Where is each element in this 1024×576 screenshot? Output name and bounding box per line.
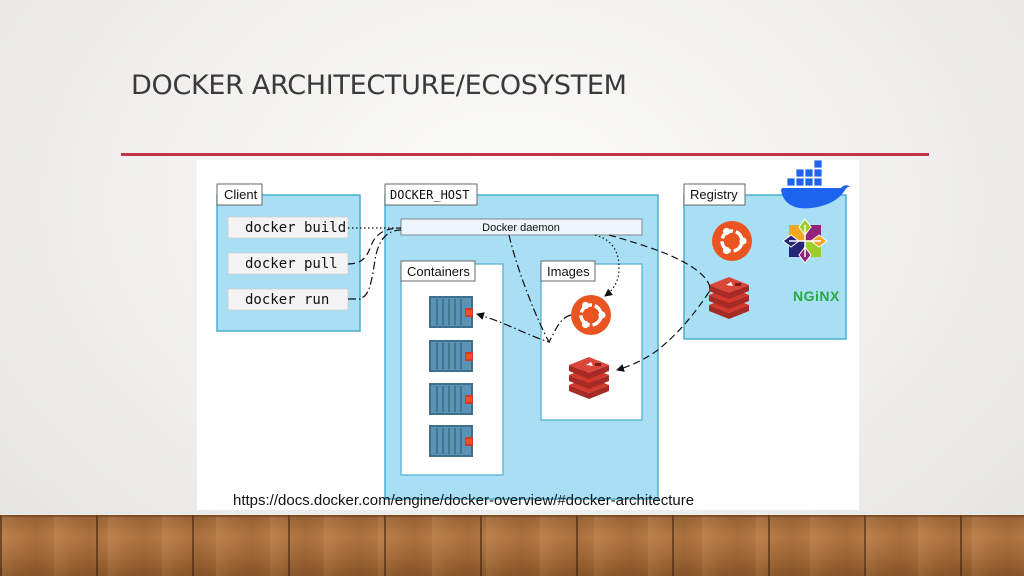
docker-whale-icon — [781, 159, 851, 209]
wood-floor-background — [0, 515, 1024, 576]
docker-daemon-bar — [400, 218, 643, 236]
build-image-arrow — [594, 234, 620, 297]
container-icon — [428, 382, 474, 416]
containers-box: Containers — [400, 260, 504, 476]
slide-title: DOCKER ARCHITECTURE/ECOSYSTEM — [131, 70, 627, 101]
docker-host-label: DOCKER_HOST — [390, 188, 469, 202]
flow-connectors — [347, 227, 711, 372]
client-box: Client docker build docker pull docker r… — [216, 183, 361, 332]
pull-image-arrow — [616, 291, 710, 372]
container-icon — [428, 339, 474, 373]
redis-image-icon — [569, 357, 609, 399]
source-url-caption: https://docs.docker.com/engine/docker-ov… — [233, 492, 695, 509]
nginx-label: NGiNX — [793, 288, 840, 304]
ubuntu-image-icon — [569, 293, 613, 337]
docker-architecture-diagram: Client docker build docker pull docker r… — [197, 159, 859, 510]
images-box: Images — [540, 260, 643, 421]
images-label: Images — [547, 264, 590, 279]
registry-label: Registry — [690, 187, 738, 202]
ubuntu-registry-icon — [710, 219, 754, 263]
floor-edge — [0, 515, 1024, 517]
centos-icon — [782, 218, 828, 264]
docker-daemon-label: Docker daemon — [482, 222, 560, 234]
run-image-source — [548, 314, 572, 343]
docker-run-label: docker run — [245, 292, 329, 308]
pull-connector — [347, 227, 402, 265]
redis-registry-icon — [709, 277, 749, 319]
registry-box: Registry — [683, 159, 851, 340]
containers-label: Containers — [407, 264, 470, 279]
docker-build-label: docker build — [245, 220, 346, 236]
container-icon — [428, 295, 474, 329]
title-underline — [121, 153, 929, 156]
docker-pull-label: docker pull — [245, 256, 338, 272]
client-label: Client — [224, 187, 258, 202]
docker-host-box: DOCKER_HOST Docker daemon Containers Ima… — [384, 183, 659, 500]
container-icon — [428, 424, 474, 458]
